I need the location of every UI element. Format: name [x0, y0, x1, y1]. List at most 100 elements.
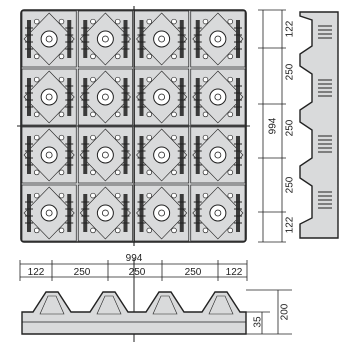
plan-cell-cone-core: [214, 209, 222, 217]
plan-cell-cone-ring: [96, 30, 114, 48]
plan-cell-diamond: [136, 12, 188, 66]
plan-cell-diamond: [79, 70, 131, 124]
plan-cell-rib-right: [179, 20, 184, 58]
plan-cell-hole: [114, 134, 121, 141]
plan-cell-hole: [202, 134, 209, 141]
plan-cell-cone-core: [214, 93, 222, 101]
plan-cell-rib-left: [195, 136, 200, 174]
section-cone-void: [96, 295, 122, 315]
plan-cell-diamond: [192, 70, 244, 124]
plan-cell-rib-left: [139, 20, 144, 58]
plan-cell-cone-core: [45, 93, 53, 101]
plan-cell-hole: [114, 111, 121, 118]
plan-cell-rib-right: [67, 194, 72, 232]
plan-cell-rib-left: [195, 194, 200, 232]
plan-cell-diamond: [136, 186, 188, 240]
plan-cell-cone-ring: [40, 88, 58, 106]
plan-cell-cone-ring: [96, 146, 114, 164]
plan-cell-hole: [146, 192, 153, 199]
side-dimension-label-5: 122: [285, 216, 296, 233]
plan-cell-cone-core: [101, 209, 109, 217]
plan-cell: [77, 184, 133, 242]
plan-cell-hole: [227, 111, 234, 118]
plan-cell-cone-ring: [153, 204, 171, 222]
section-cone-void: [208, 295, 234, 315]
plan-cell-hole: [33, 111, 40, 118]
side-dimension-label-1: 122: [285, 20, 296, 37]
plan-cell: [77, 126, 133, 184]
plan-cell-hole: [58, 134, 65, 141]
plan-cell: [21, 184, 77, 242]
plan-cell-rib-right: [123, 20, 128, 58]
plan-cell-rib-left: [27, 20, 31, 58]
plan-cell-rib-right: [179, 194, 184, 232]
plan-cell: [134, 10, 190, 68]
plan-cell-hole: [33, 227, 40, 234]
plan-cell-hole: [58, 192, 65, 199]
plan-cell-rib-right: [179, 78, 184, 116]
plan-cell-hole: [90, 169, 96, 176]
plan-cell-rib-right: [67, 78, 72, 116]
plan-cell-hole: [90, 18, 96, 25]
plan-cell-hole: [202, 53, 209, 60]
plan-cell-border: [190, 10, 246, 68]
plan-cell-rib-left: [83, 20, 88, 58]
plan-cell-hole: [90, 76, 96, 83]
plan-cell: [190, 126, 246, 184]
plan-cell-hole: [202, 227, 209, 234]
section-dimension-label-4: 250: [185, 267, 202, 278]
plan-cell-hole: [202, 18, 209, 25]
plan-cell-hole: [227, 134, 234, 141]
plan-cell-hole: [58, 76, 65, 83]
plan-cell-hole: [33, 169, 40, 176]
plan-cell-hole: [202, 192, 209, 199]
plan-cell-border: [77, 184, 133, 242]
plan-cell-hole: [58, 53, 65, 60]
plan-cell: [190, 10, 246, 68]
section-cone-voids: [39, 295, 234, 315]
plan-cell-hole: [33, 76, 40, 83]
plan-cell-hole: [33, 134, 40, 141]
section-dimension-label-5: 122: [226, 267, 243, 278]
plan-cell: [21, 10, 77, 68]
plan-cell-rib-left: [27, 136, 31, 174]
plan-cell-hole: [146, 53, 153, 60]
plan-cell-hole: [146, 111, 153, 118]
plan-cell-hole: [58, 111, 65, 118]
plan-cell: [21, 126, 77, 184]
plan-cell-cone-core: [158, 93, 166, 101]
plan-cell-rib-left: [83, 194, 88, 232]
plan-cell-hole: [90, 227, 96, 234]
plan-cell-hole: [90, 134, 96, 141]
plan-cell-rib-right: [179, 136, 184, 174]
plan-cell-border: [190, 126, 246, 184]
side-elevation-outline: [299, 11, 339, 239]
plan-cell: [77, 10, 133, 68]
plan-cell-cone-core: [101, 151, 109, 159]
section-dimension-label-1: 122: [28, 267, 45, 278]
plan-cell-diamond: [136, 70, 188, 124]
plan-cell-cone-core: [214, 151, 222, 159]
plan-cell-border: [77, 126, 133, 184]
plan-cell-rib-left: [83, 136, 88, 174]
plan-cell-cone-ring: [209, 204, 227, 222]
side-elevation: [299, 11, 339, 239]
plan-cell-hole: [171, 53, 177, 60]
plan-cell-cone-ring: [209, 30, 227, 48]
plan-cell-hole: [90, 192, 96, 199]
plan-cell-hole: [171, 169, 177, 176]
plan-cell-diamond: [192, 128, 244, 182]
plan-cell-rib-left: [139, 136, 144, 174]
plan-cell-border: [77, 68, 133, 126]
plan-cell-rib-left: [27, 194, 31, 232]
plan-cell-border: [190, 68, 246, 126]
plan-cell-cone-ring: [96, 204, 114, 222]
plan-cell-rib-left: [27, 78, 31, 116]
plan-cell-cone-ring: [153, 88, 171, 106]
plan-cell-hole: [114, 169, 121, 176]
plan-cell-diamond: [79, 186, 131, 240]
plan-cell-hole: [227, 53, 234, 60]
plan-cell-hole: [33, 192, 40, 199]
plan-cell-cone-core: [214, 35, 222, 43]
plan-cell-rib-right: [67, 20, 72, 58]
